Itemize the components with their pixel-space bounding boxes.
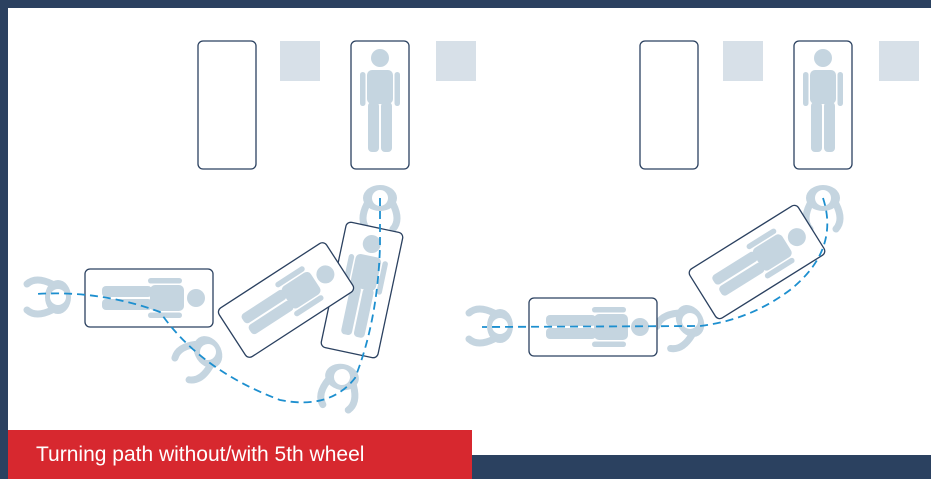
bedside-cabinet-icon (723, 41, 763, 81)
scenario-with-fifth-wheel (469, 40, 919, 356)
turning-path-without-fifth-wheel (35, 198, 381, 404)
bed-icon (794, 41, 852, 169)
caption-banner: Turning path without/with 5th wheel (8, 430, 472, 479)
bedside-cabinet-icon (436, 41, 476, 81)
bed-icon (197, 40, 257, 170)
bed-icon (639, 40, 699, 170)
turning-path-with-fifth-wheel (481, 197, 829, 328)
scenario-without-fifth-wheel (27, 40, 476, 411)
bed-icon (351, 41, 409, 169)
bedside-cabinet-icon (280, 41, 320, 81)
bedside-cabinet-icon (879, 41, 919, 81)
caption-text: Turning path without/with 5th wheel (36, 442, 365, 466)
